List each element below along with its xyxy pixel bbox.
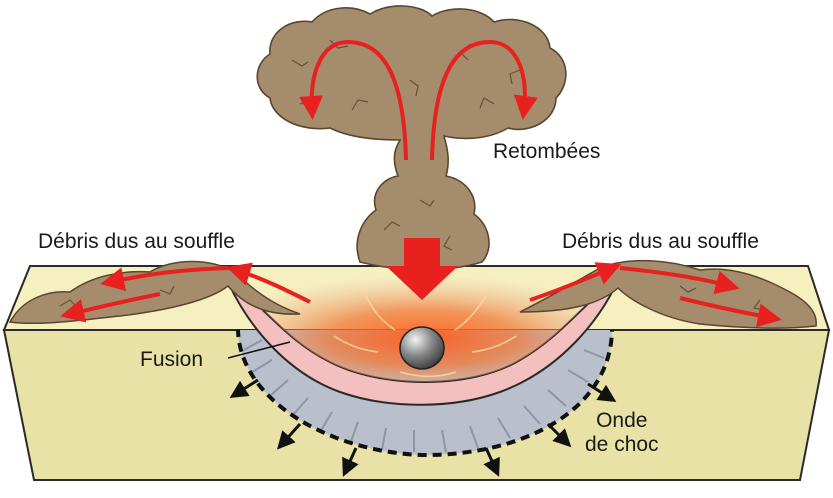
blast-debris-label-left: Débris dus au souffle bbox=[38, 230, 235, 254]
melt-label: Fusion bbox=[140, 348, 203, 372]
impactor bbox=[400, 327, 444, 369]
shock-wave-label: Onde de choc bbox=[585, 409, 659, 456]
shock-wave-label-line1: Onde bbox=[585, 409, 659, 433]
debris-cloud bbox=[257, 6, 566, 270]
shock-wave-label-line2: de choc bbox=[585, 433, 659, 457]
blast-debris-label-right: Débris dus au souffle bbox=[562, 230, 759, 254]
fallout-label: Retombées bbox=[493, 140, 600, 164]
